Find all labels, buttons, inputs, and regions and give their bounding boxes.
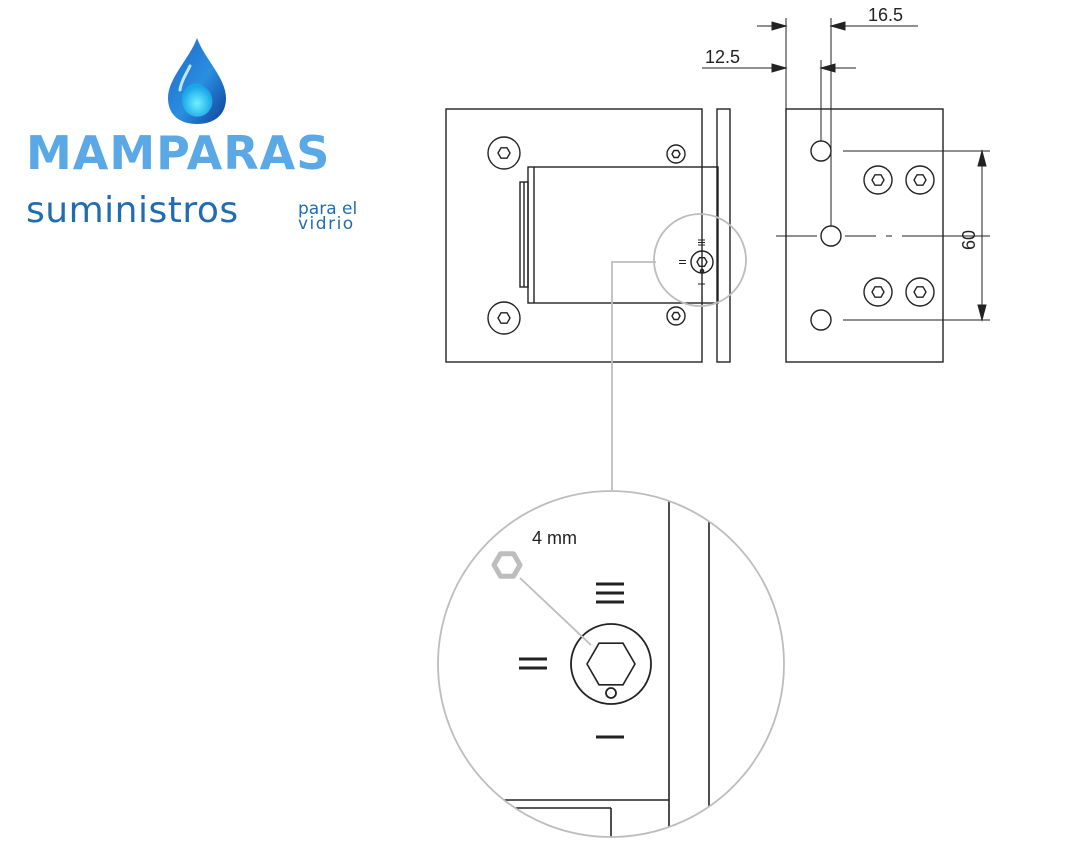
brand-tagline-line1: para el (298, 199, 358, 219)
dimension-label-height: 60 (959, 230, 979, 250)
hinge-side-view (702, 18, 990, 363)
magnified-detail (437, 490, 785, 838)
top-dimensions (702, 18, 918, 226)
screw-bottom-right (666, 306, 686, 326)
mounting-hole-top (810, 140, 832, 162)
brand-name: MAMPARAS (26, 126, 331, 180)
adjustment-screw-detail (570, 623, 652, 705)
mounting-hole-bottom (810, 309, 832, 331)
dimension-label-top-right: 16.5 (868, 5, 903, 25)
detail-callout (611, 213, 747, 490)
brand-logo: MAMPARAS suministros para el vidrio (0, 0, 400, 260)
adjustment-screw (679, 239, 714, 285)
brand-tagline-line2: vidrio (298, 214, 355, 234)
height-dimension (977, 149, 987, 322)
adjustment-markers (519, 582, 624, 739)
wrench-size-label: 4 mm (532, 528, 577, 548)
hinge-body (527, 166, 719, 304)
mounting-hole-middle (820, 225, 842, 247)
water-drop-icon (168, 38, 226, 124)
screw-top-right (666, 144, 686, 164)
glass-clamp-plate (716, 108, 731, 363)
hex-wrench-icon (491, 551, 592, 646)
brand-subname: suministros (26, 190, 239, 231)
side-screws (863, 165, 935, 307)
front-wall-plate (445, 108, 703, 363)
screw-bottom-left (487, 301, 521, 335)
screw-top-left (487, 136, 521, 170)
dimension-label-top-left: 12.5 (705, 47, 740, 67)
magnifier-outline (437, 490, 785, 838)
hinge-front-view (445, 108, 731, 363)
